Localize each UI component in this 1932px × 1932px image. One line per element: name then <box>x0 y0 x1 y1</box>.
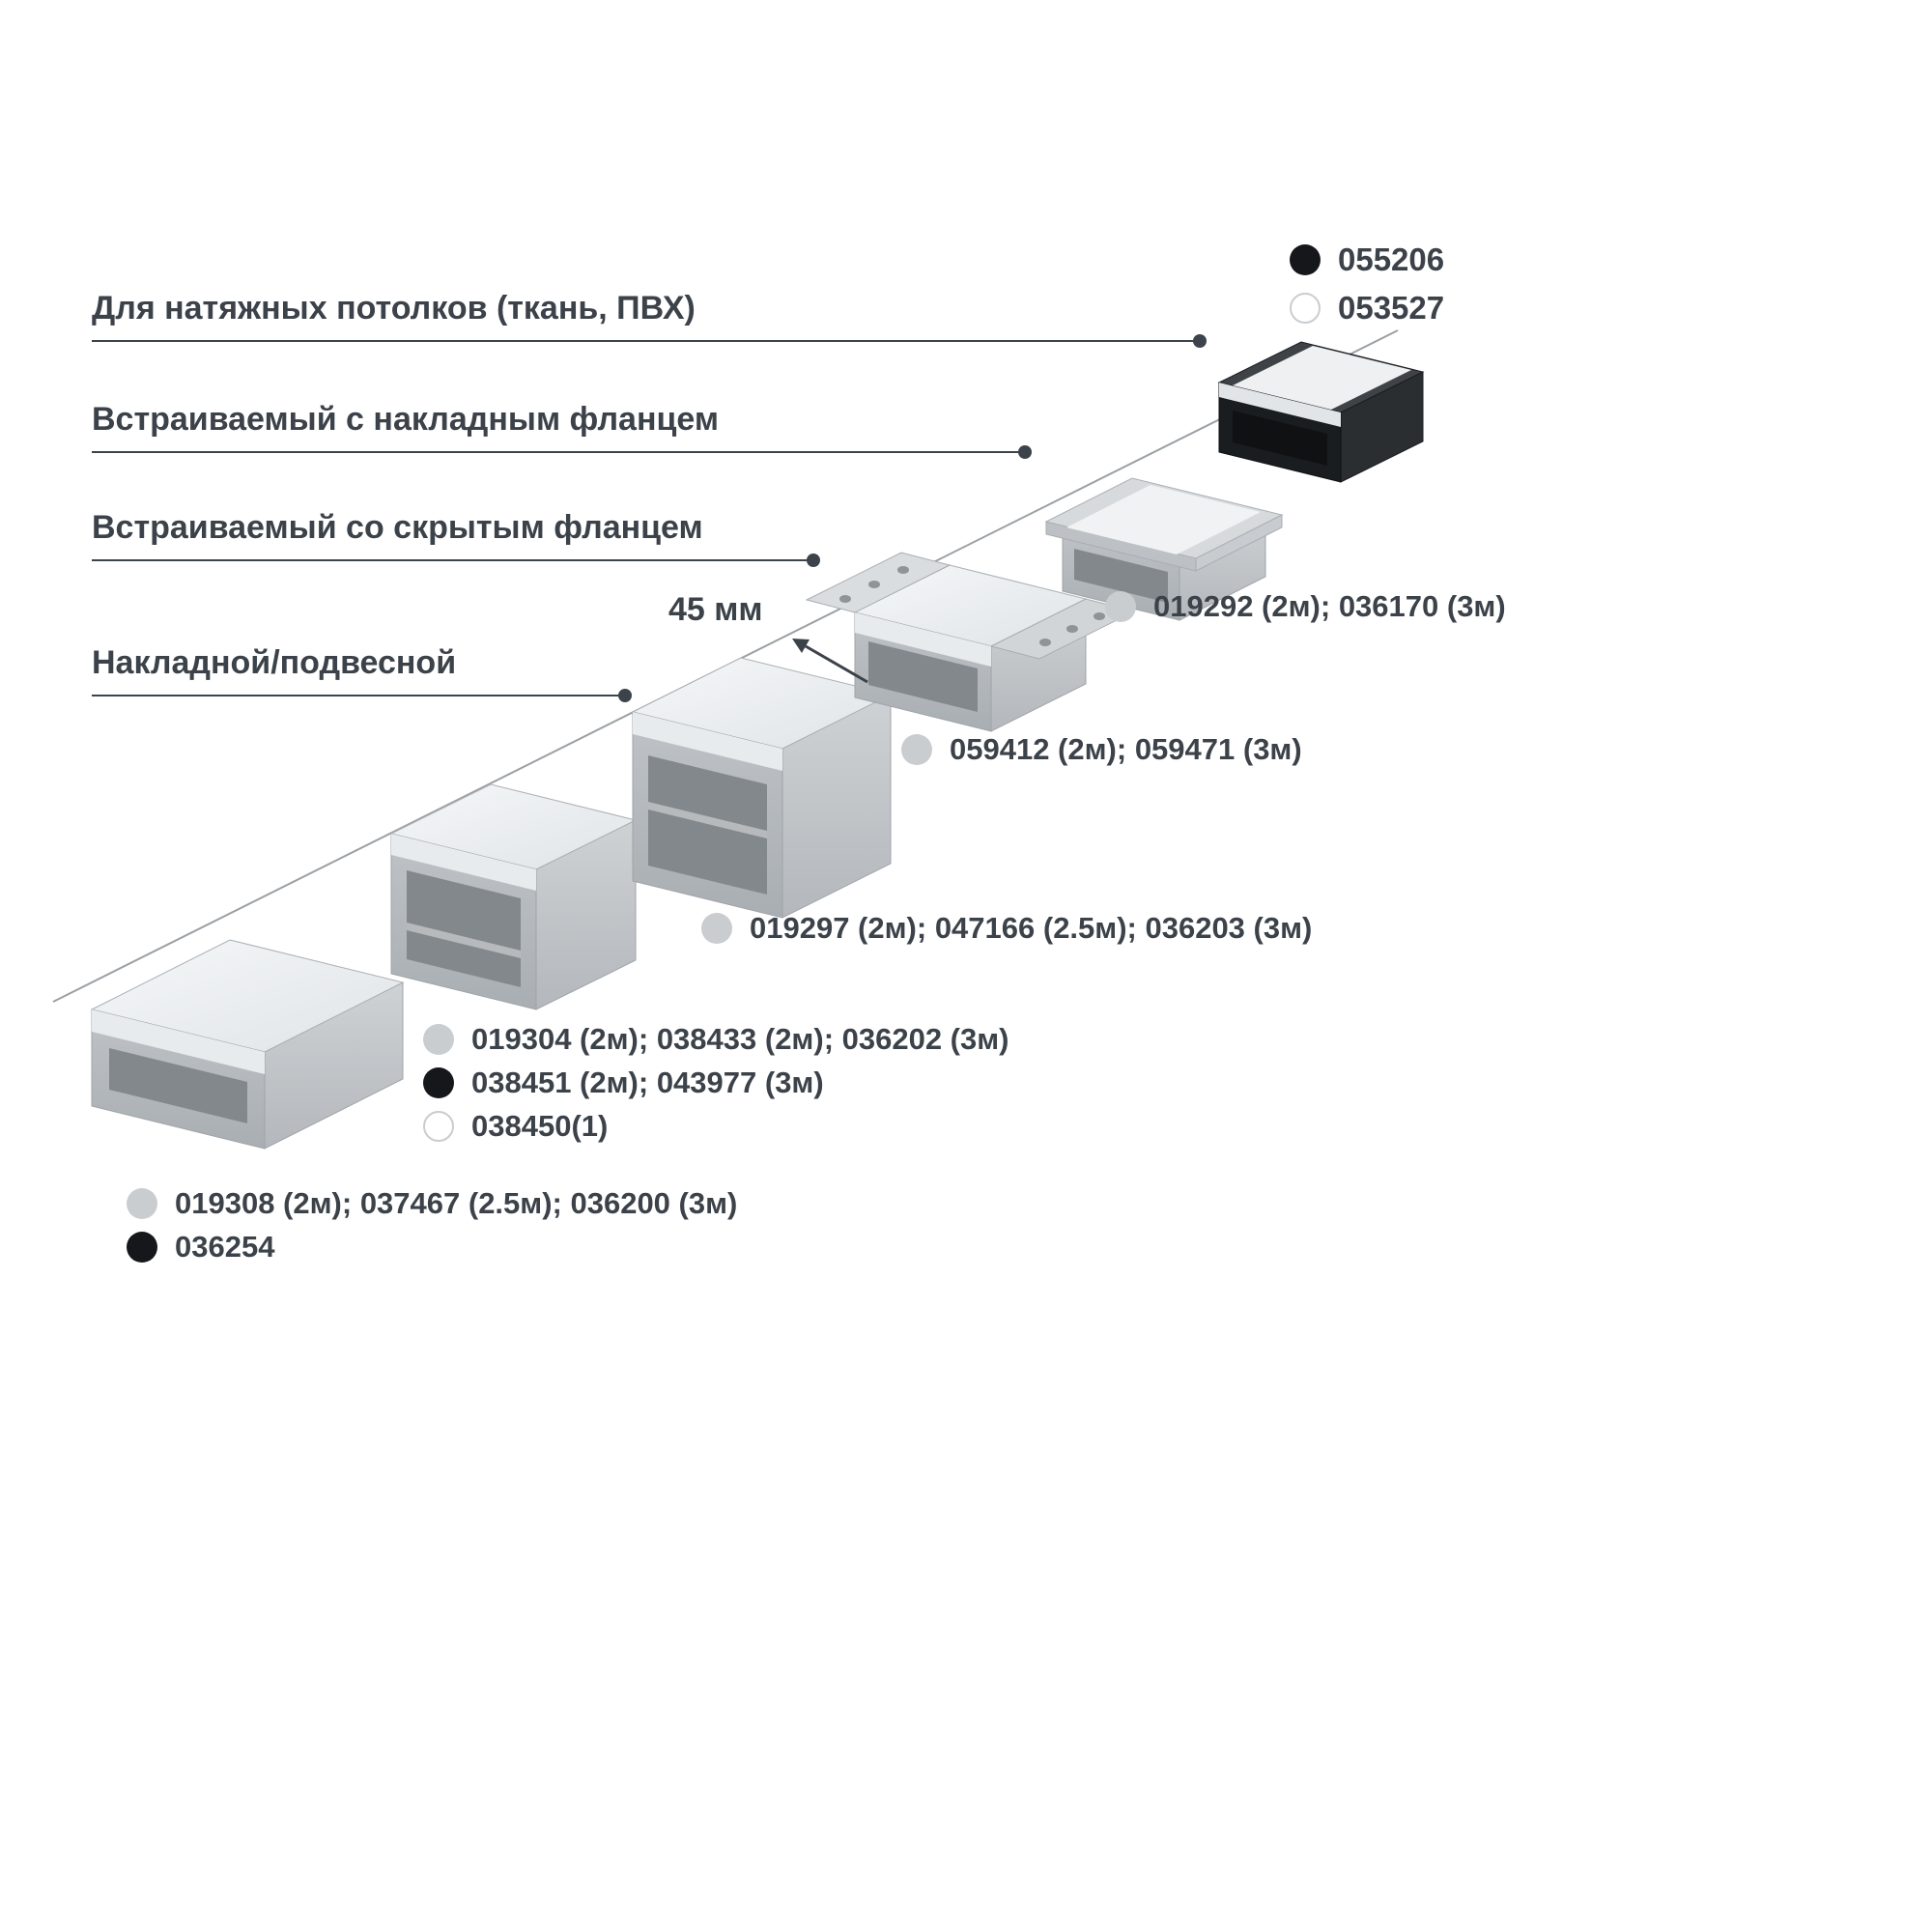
variant-dot-white <box>423 1111 454 1142</box>
p6-top-diffuser <box>1231 346 1411 411</box>
p4-right-wing-hole <box>1039 639 1051 646</box>
article-code: 053527 <box>1338 290 1445 326</box>
category-label: Встраиваемый со скрытым фланцем <box>92 509 703 546</box>
article-codes: 019292 (2м); 036170 (3м) <box>1153 589 1506 623</box>
variant-dot-black <box>423 1067 454 1098</box>
annotation-row: 019304 (2м); 038433 (2м); 036202 (3м) <box>423 1022 1009 1057</box>
p6-front-diffuser-strip <box>1219 383 1341 427</box>
variant-dot-white <box>1290 293 1321 324</box>
variant-dot-gray <box>1105 591 1136 622</box>
legend-item: 053527 <box>1290 290 1444 327</box>
article-codes: 038450(1) <box>471 1109 609 1143</box>
legend-item: 055206 <box>1290 242 1444 278</box>
p4-left-wing-hole <box>868 581 880 588</box>
annotation-row: 059412 (2м); 059471 (3м) <box>901 732 1302 767</box>
p5-top-diffuser <box>1066 485 1261 554</box>
p4-channel-hollow <box>868 641 978 712</box>
annotation-row: 036254 <box>127 1230 274 1264</box>
p2-channel-hollow <box>407 870 521 987</box>
article-codes: 019297 (2м); 047166 (2.5м); 036203 (3м) <box>750 911 1313 945</box>
profile-surface-mounted-medium <box>389 783 638 1010</box>
p4-front-diffuser-strip <box>855 612 991 667</box>
p4-left-wing-hole <box>897 566 909 574</box>
category-recessed-surface-flange: Встраиваемый с накладным фланцем <box>92 401 1032 459</box>
annotation-row: 019292 (2м); 036170 (3м) <box>1105 589 1506 624</box>
p5-channel-hollow <box>1074 549 1168 603</box>
annotation-row: 019308 (2м); 037467 (2.5м); 036200 (3м) <box>127 1186 737 1221</box>
leader-end-dot <box>1018 445 1032 459</box>
leader-end-dot <box>807 554 820 567</box>
annotation-row: 038451 (2м); 043977 (3м) <box>423 1065 824 1100</box>
category-label: Для натяжных потолков (ткань, ПВХ) <box>92 290 696 327</box>
article-codes: 059412 (2м); 059471 (3м) <box>950 732 1302 766</box>
annotation-row: 038450(1) <box>423 1109 608 1144</box>
leader-end-dot <box>618 689 632 702</box>
profile-surface-mounted-low <box>90 939 405 1150</box>
p4-right-wing-hole <box>1094 612 1105 620</box>
p3-channel-hollow <box>648 755 767 895</box>
p4-left-wing-hole <box>839 595 851 603</box>
p6-channel-hollow <box>1233 411 1327 466</box>
variant-dot-gray <box>127 1188 157 1219</box>
variant-dot-gray <box>701 913 732 944</box>
category-stretch-ceilings: Для натяжных потолков (ткань, ПВХ) <box>92 290 1207 348</box>
profile-surface-mounted-large <box>631 657 893 919</box>
p4-right-wing-hole <box>1066 625 1078 633</box>
dimension-label: 45 мм <box>668 591 763 628</box>
profile-recessed-hidden-flange <box>805 552 1136 732</box>
category-label: Накладной/подвесной <box>92 644 457 681</box>
variant-dot-black <box>127 1232 157 1263</box>
variant-dot-gray <box>423 1024 454 1055</box>
profile-stretch-ceiling-black <box>1217 341 1425 483</box>
profile-recessed-surface-flange <box>1044 477 1284 621</box>
category-label: Встраиваемый с накладным фланцем <box>92 401 720 438</box>
p3-inner-shelf <box>648 802 767 838</box>
p3-front-diffuser-strip <box>633 712 782 771</box>
p2-inner-shelf <box>407 923 521 958</box>
article-code: 055206 <box>1338 242 1445 277</box>
dimension-arrow <box>792 639 868 684</box>
p2-front-diffuser-strip <box>391 834 536 891</box>
p1-channel-hollow <box>109 1048 247 1123</box>
category-recessed-hidden-flange: Встраиваемый со скрытым фланцем <box>92 509 820 567</box>
article-codes: 019304 (2м); 038433 (2м); 036202 (3м) <box>471 1022 1009 1056</box>
annotation-row: 019297 (2м); 047166 (2.5м); 036203 (3м) <box>701 911 1312 946</box>
article-codes: 038451 (2м); 043977 (3м) <box>471 1065 824 1099</box>
variant-dot-gray <box>901 734 932 765</box>
category-surface-suspended: Накладной/подвесной <box>92 644 632 702</box>
article-codes: 019308 (2м); 037467 (2.5м); 036200 (3м) <box>175 1186 738 1220</box>
variant-dot-black <box>1290 244 1321 275</box>
article-codes: 036254 <box>175 1230 275 1264</box>
p1-front-diffuser-strip <box>92 1009 265 1074</box>
leader-end-dot <box>1193 334 1207 348</box>
